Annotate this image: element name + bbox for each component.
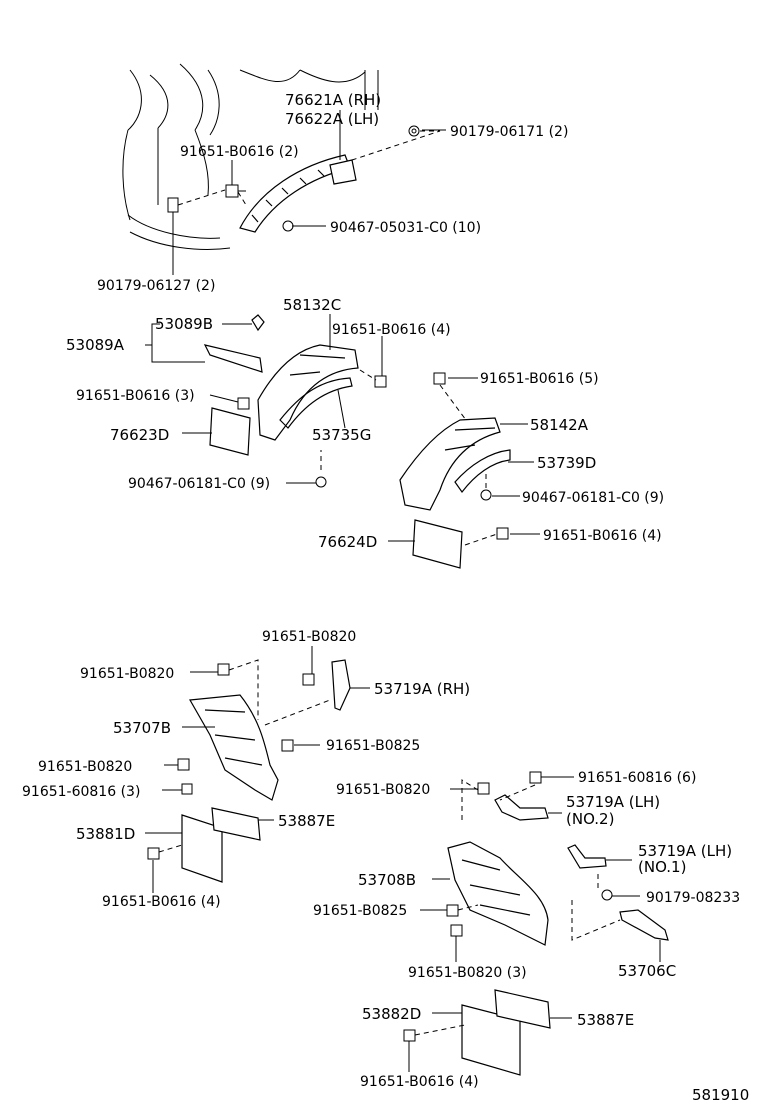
label-53719a-lh-no1: 53719A (LH)	[638, 842, 732, 860]
screw-90467-06181-b	[480, 489, 492, 501]
label-76623d: 76623D	[110, 426, 169, 444]
label-53707b: 53707B	[113, 719, 171, 737]
label-91651-b0616-3: 91651-B0616 (3)	[76, 388, 195, 404]
label-53887e-a: 53887E	[278, 812, 335, 830]
label-53706c: 53706C	[618, 962, 676, 980]
bolt-91651-b0616-mid	[237, 375, 387, 410]
label-76621a: 76621A (RH)	[285, 91, 381, 109]
label-91651-b0820-mid: 91651-B0820	[38, 759, 132, 775]
label-90179-06127: 90179-06127 (2)	[97, 278, 215, 294]
seal-53739d	[454, 449, 511, 494]
label-76624d: 76624D	[318, 533, 377, 551]
label-91651-b0820-left: 91651-B0820	[80, 666, 174, 682]
pad-76623d	[209, 407, 251, 456]
bracket-53887e-a	[211, 807, 261, 841]
bracket-53719a-rh	[331, 659, 351, 711]
label-53882d: 53882D	[362, 1005, 421, 1023]
bolt-91651-b0616-top	[225, 184, 246, 198]
label-91651-b0825-a: 91651-B0825	[326, 738, 420, 754]
label-91651-b0616-4a: 91651-B0616 (4)	[332, 322, 451, 338]
bracket-53719a-lh-no2	[494, 794, 549, 821]
label-91651-b0820-r: 91651-B0820	[336, 782, 430, 798]
screw-90467-06181-a	[315, 476, 327, 488]
label-58142a: 58142A	[530, 416, 589, 434]
label-no1: (NO.1)	[638, 858, 686, 876]
bracket-53089b	[203, 314, 265, 373]
bolts-lower-left	[147, 663, 315, 860]
bracket-53719a-lh-no1	[567, 844, 607, 869]
seal-53735g	[279, 377, 353, 429]
label-53881d: 53881D	[76, 825, 135, 843]
label-91651-b0820-3: 91651-B0820 (3)	[408, 965, 527, 981]
label-58132c: 58132C	[283, 296, 341, 314]
label-91651-60816-6: 91651-60816 (6)	[578, 770, 696, 786]
label-76622a: 76622A (LH)	[285, 110, 379, 128]
figure-code: 581910	[692, 1086, 749, 1104]
label-53887e-b: 53887E	[577, 1011, 634, 1029]
label-no2: (NO.2)	[566, 810, 614, 828]
label-53089a: 53089A	[66, 336, 125, 354]
label-91651-b0616-4b: 91651-B0616 (4)	[543, 528, 662, 544]
liner-58142a	[399, 417, 501, 511]
label-53719a-rh: 53719A (RH)	[374, 680, 470, 698]
label-90467-06181-a: 90467-06181-C0 (9)	[128, 476, 270, 492]
label-90179-08233: 90179-08233	[646, 890, 740, 906]
label-90467-06181-b: 90467-06181-C0 (9)	[522, 490, 664, 506]
label-90467-05031: 90467-05031-C0 (10)	[330, 220, 481, 236]
clip-90179-06171	[408, 125, 420, 137]
label-53735g: 53735G	[312, 426, 371, 444]
label-91651-b0616-5: 91651-B0616 (5)	[480, 371, 599, 387]
label-91651-b0616-2: 91651-B0616 (2)	[180, 144, 299, 160]
pad-76624d	[412, 519, 463, 569]
clip-90179-06127	[167, 197, 179, 213]
label-90179-06171: 90179-06171 (2)	[450, 124, 568, 140]
screw-90467-05031	[282, 220, 294, 232]
label-91651-b0825-b: 91651-B0825	[313, 903, 407, 919]
vehicle-body-outline	[122, 63, 379, 250]
label-91651-b0616-4c: 91651-B0616 (4)	[102, 894, 221, 910]
label-91651-b0616-4d: 91651-B0616 (4)	[360, 1074, 479, 1090]
flap-53881d	[181, 814, 223, 883]
label-53089b: 53089B	[155, 315, 213, 333]
bracket-53706c	[619, 909, 669, 941]
label-53708b: 53708B	[358, 871, 416, 889]
mudguard-53708b	[447, 841, 549, 946]
label-53719a-lh-no2: 53719A (LH)	[566, 793, 660, 811]
bracket-53887e-b	[494, 989, 551, 1029]
bolt-91651-b0616-5	[433, 372, 446, 385]
label-91651-b0820-top: 91651-B0820	[262, 629, 356, 645]
label-91651-60816-3: 91651-60816 (3)	[22, 784, 140, 800]
label-53739d: 53739D	[537, 454, 596, 472]
bolt-91651-b0616-4b	[496, 527, 509, 540]
part-labels: 76621A (RH) 76622A (LH) 90179-06171 (2) …	[22, 91, 749, 1104]
fender-flare-76621a	[239, 154, 357, 233]
mudguard-53707b	[189, 694, 279, 801]
